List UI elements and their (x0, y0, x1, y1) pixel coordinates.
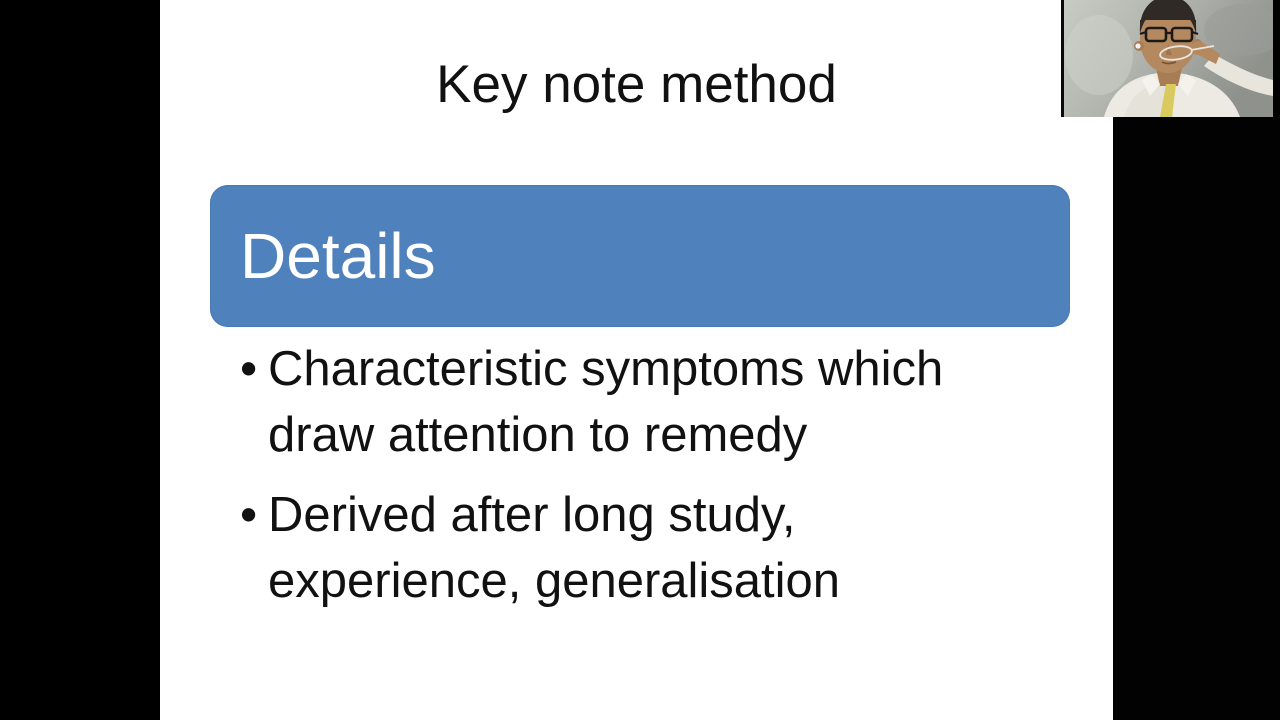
details-banner: Details (210, 185, 1070, 327)
presenter-illustration (1064, 0, 1273, 117)
bullet-marker: • (240, 342, 258, 396)
arm-sleeve (1204, 54, 1273, 96)
bullet-list: • Characteristic symptoms which draw att… (240, 336, 1040, 628)
face (1140, 7, 1196, 73)
bullet-text: Characteristic symptoms which draw atten… (268, 342, 944, 462)
held-glasses (1159, 45, 1215, 61)
letterbox-right (1113, 0, 1280, 720)
slide-title: Key note method (436, 55, 837, 114)
hair (1139, 0, 1197, 34)
letterbox-left (0, 0, 160, 720)
bullet-item: • Derived after long study, experience, … (240, 482, 1040, 614)
bullet-text: Derived after long study, experience, ge… (268, 488, 841, 608)
tie (1160, 84, 1176, 117)
presentation-slide: Key note method Details • Characteristic… (160, 0, 1113, 720)
neck (1156, 68, 1182, 86)
eyeglasses (1139, 26, 1199, 43)
presenter-webcam-video (1061, 0, 1273, 117)
bullet-item: • Characteristic symptoms which draw att… (240, 336, 1040, 468)
details-heading: Details (240, 220, 436, 292)
bullet-marker: • (240, 488, 258, 542)
earphone-left (1135, 43, 1141, 49)
